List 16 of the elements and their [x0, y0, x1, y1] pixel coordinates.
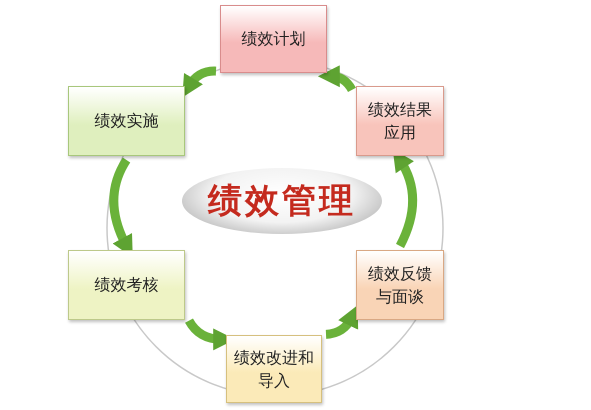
process-box	[226, 335, 322, 403]
process-box	[68, 86, 185, 156]
process-box	[68, 250, 185, 320]
node-label: 绩效计划	[242, 28, 306, 50]
node-label: 绩效考核	[94, 274, 158, 296]
curved-arrow	[182, 66, 216, 98]
curved-arrow	[318, 66, 356, 92]
process-box	[220, 5, 327, 73]
process-box	[356, 250, 444, 320]
node-label: 绩效管理	[208, 180, 356, 223]
curved-arrow	[326, 305, 358, 339]
node-label: 绩效实施	[94, 110, 158, 132]
node-label: 绩效改进和导入	[233, 346, 315, 392]
node-label: 绩效结果应用	[367, 98, 433, 144]
process-box	[356, 86, 444, 156]
node-label: 绩效反馈与面谈	[367, 262, 433, 308]
